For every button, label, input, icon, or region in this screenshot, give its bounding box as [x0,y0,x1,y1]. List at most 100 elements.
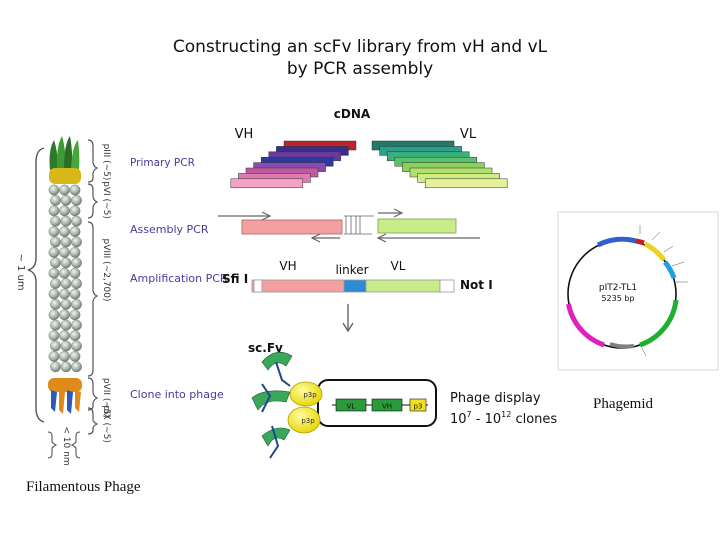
vh-fragment [241,219,343,235]
label-sfi: Sfi I [222,272,248,286]
coat-bead [59,350,70,362]
title-line-1: Constructing an scFv library from vH and… [172,37,548,57]
coat-bead [71,340,82,352]
p3-protein-top [289,381,323,407]
gene-p3-label: p3 [414,403,423,411]
gene-p3 [409,398,427,412]
coat-bead [50,257,61,269]
coat-bead [48,350,60,362]
vh-strand [230,178,304,189]
coat-bead [59,267,70,279]
coat-bead [60,298,72,310]
coat-bead [48,184,60,196]
coat-bead [50,278,61,289]
coat-bead [59,309,70,321]
scfv-ribbon-1 [261,351,293,387]
length-brace [27,147,45,423]
filamentous-phage-caption: Filamentous Phage [26,479,141,495]
coat-bead [60,278,72,289]
coat-bead [59,288,70,300]
tail-proteins [48,378,82,414]
assembly-pcr [218,208,480,243]
coat-bead [60,236,72,248]
gene-vh [371,398,403,412]
coat-bead [69,288,81,300]
gene-vl [335,398,367,412]
plasmid-arc-magenta [566,303,605,348]
amplification-pcr: VH linker VL Sfi I Not I [222,259,493,333]
label-pvi: pVI (~5) [101,181,111,219]
title-line-2: by PCR assembly [286,59,434,79]
coat-bead [69,309,81,321]
scfv-ribbon-2 [251,383,291,413]
label-pvii: pVII (~5) [101,378,111,418]
coat-bead [71,215,82,227]
label-pviii: pVIII (~2,700) [101,238,111,301]
label-pix: pIX (~5) [101,405,111,443]
coat-bead [48,205,60,217]
coat-bead [69,226,81,238]
coat-bead [71,319,82,331]
scfv-vl-segment [365,279,441,293]
label-noti: Not I [460,278,493,292]
coat-bead [50,215,61,227]
vl-strand [424,178,508,189]
coat-bead [69,205,81,217]
coat-bead [59,226,70,238]
coat-bead [48,330,60,341]
step-primary-pcr: Primary PCR [130,157,195,169]
plasmid-arc-blue [596,236,637,248]
phage-display-cartoon: sc.Fv VL VH p3 p3p p3p Phage displ [248,341,557,459]
coat-bead [69,184,81,196]
linker-oligos [344,215,374,235]
coat-bead [60,361,72,373]
step-amplification-pcr: Amplification PCR [130,272,228,285]
label-vl-mid: VL [391,259,406,273]
vl-fragment [377,218,457,234]
pviii-coat [48,184,82,373]
coat-bead [69,246,81,258]
label-clone-count: 107 - 1012 clones [450,410,557,427]
coat-bead [50,236,61,248]
coat-bead [69,267,81,279]
label-vl-top: VL [460,127,477,142]
label-vh-mid: VH [279,259,296,273]
label-scfv: sc.Fv [248,341,283,355]
coat-bead [50,361,61,373]
scfv-end-segment [439,279,455,293]
vl-strands [371,140,508,189]
scfv-vh-segment [251,279,345,293]
gene-vh-label: VH [382,403,392,411]
coat-bead [48,309,60,321]
label-cdna: cDNA [334,107,371,121]
coat-bead [60,340,72,352]
scfv-ribbon-3 [261,425,291,459]
coat-bead [48,226,60,238]
plasmid-feature-ticks [639,225,688,357]
coat-bead [48,288,60,300]
coat-bead [60,194,72,206]
label-phage-display: Phage display [450,391,541,406]
p3-protein-bottom [287,406,321,434]
plasmid-arc-yellow [643,241,667,262]
step-assembly-pcr: Assembly PCR [130,223,209,236]
coat-bead [48,267,60,279]
vh-strands [230,140,357,189]
filamentous-phage: pIII (~5) pVI (~5) pVIII (~2,700) pVII (… [15,136,111,466]
scfv-linker-segment [343,279,367,293]
label-linker: linker [335,263,368,277]
coat-bead [60,257,72,269]
coat-bead [71,361,82,373]
phagemid-caption: Phagemid [593,396,653,412]
coat-bead [48,246,60,258]
gene-vl-label: VL [347,403,356,411]
coat-bead [71,194,82,206]
coat-bead [59,205,70,217]
piii-head [49,136,80,170]
plasmid-frame [557,211,719,371]
coat-bead [59,246,70,258]
label-piii: pIII (~5) [101,144,111,181]
p3-protein-top-label: p3p [303,391,317,399]
coat-bead [50,194,61,206]
coat-bead [69,330,81,341]
